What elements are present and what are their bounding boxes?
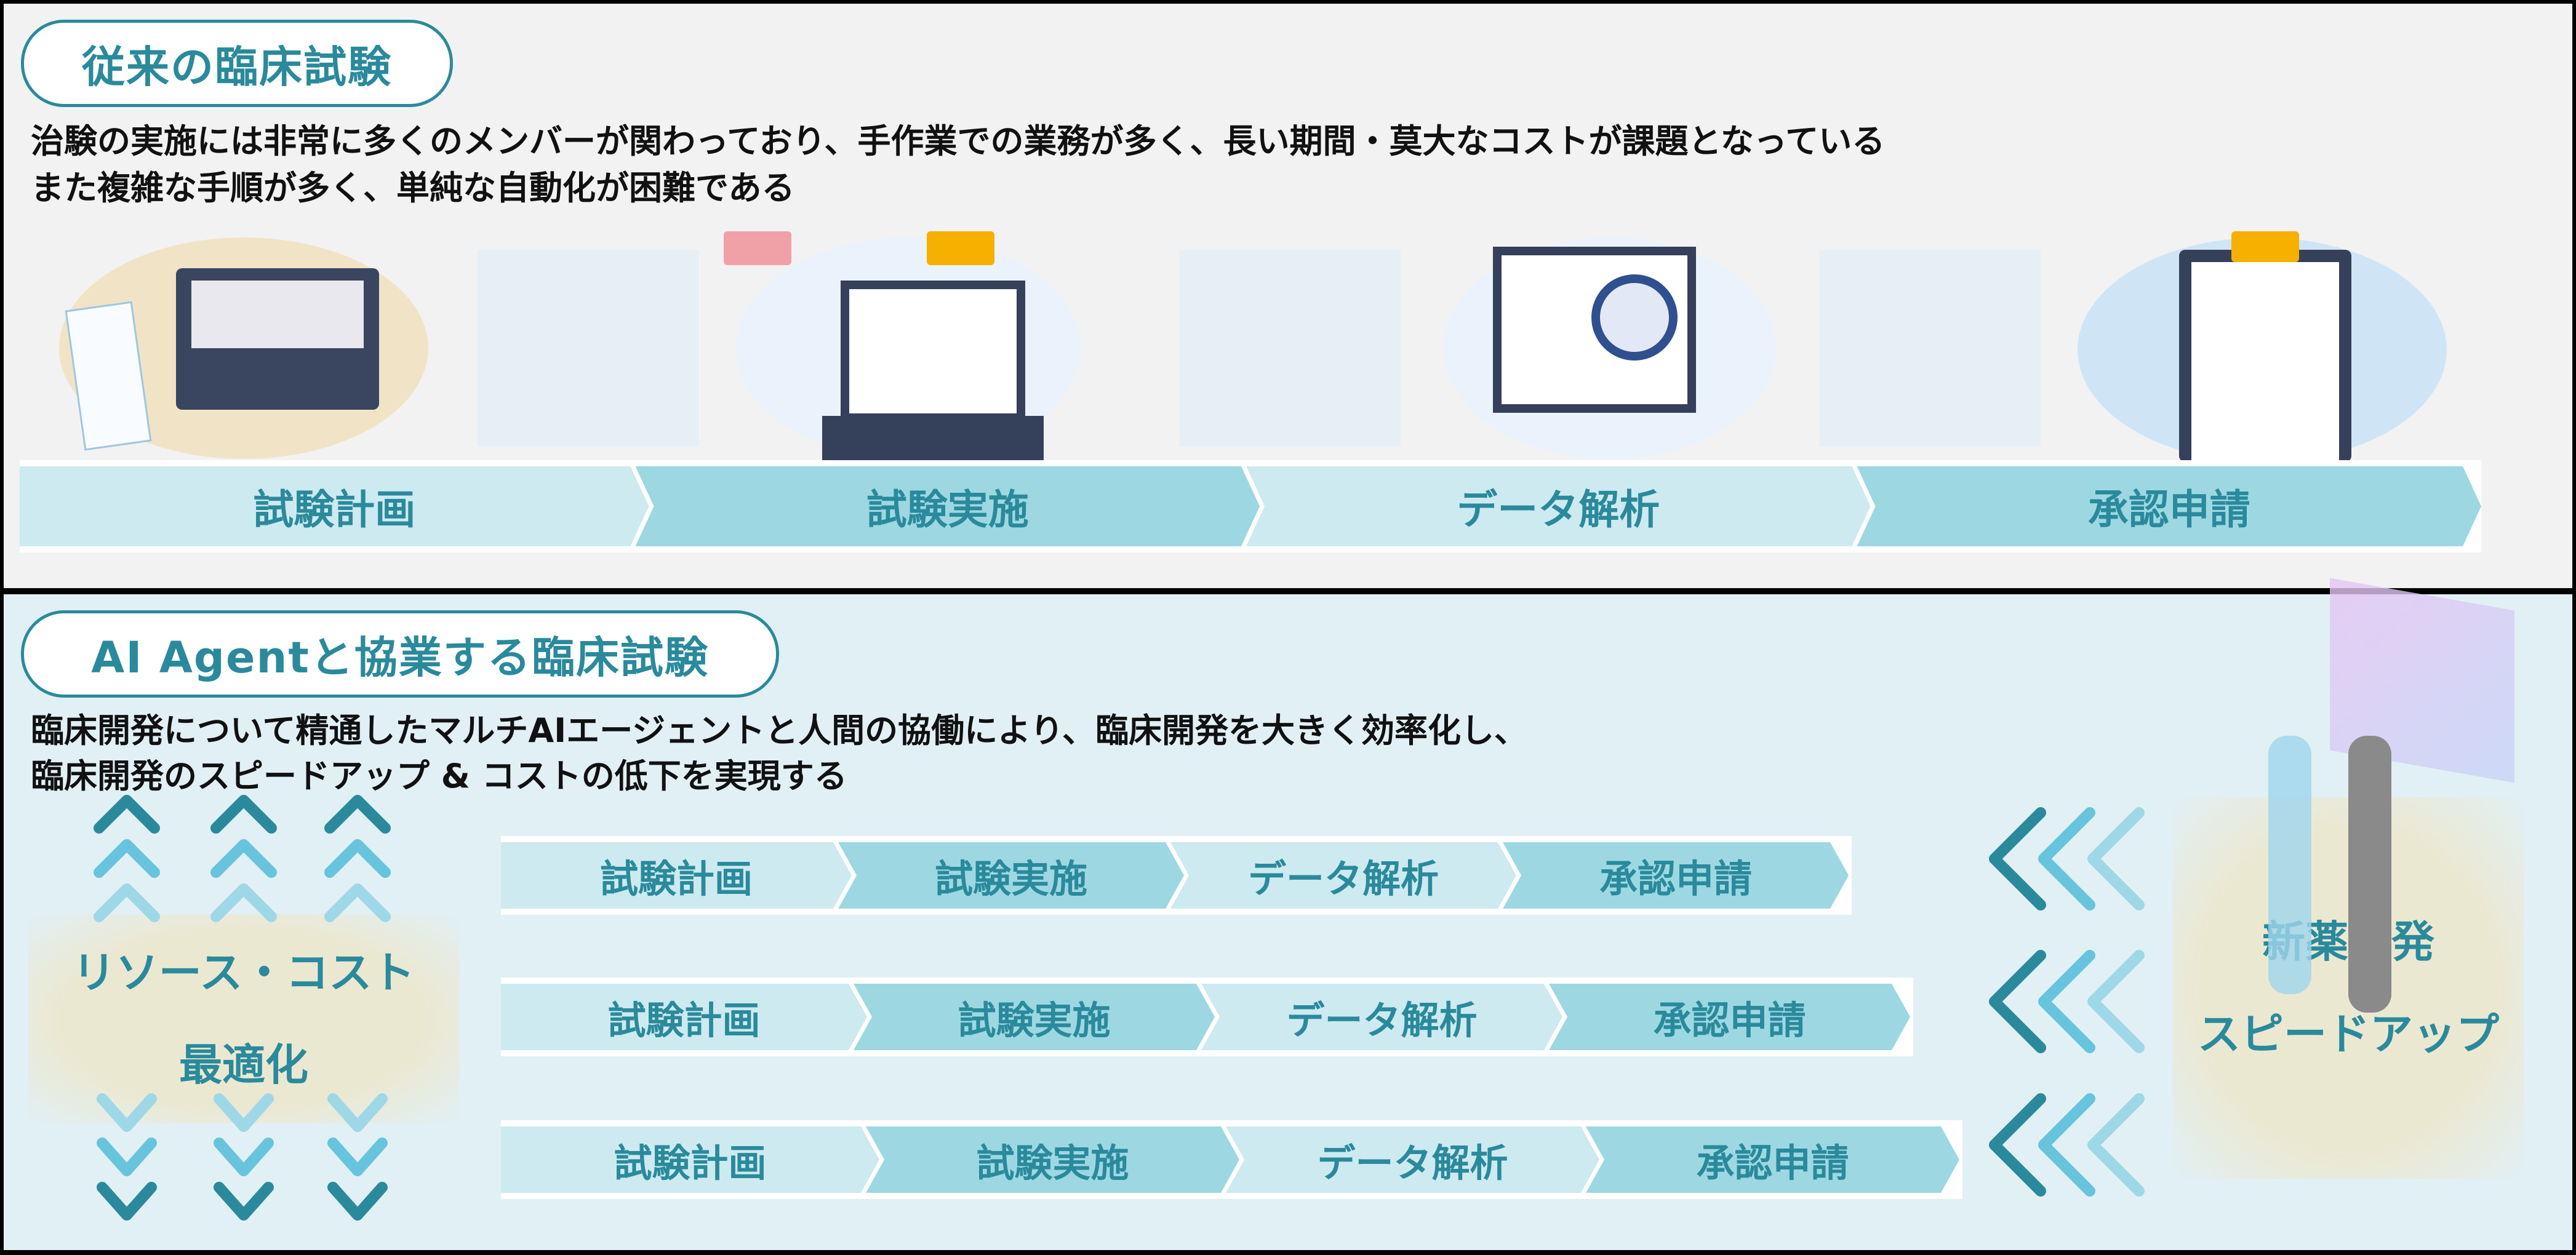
up-chevron-icon xyxy=(94,795,160,834)
traditional-desc-line-2: また複雑な手順が多く、単純な自動化が困難である xyxy=(31,169,795,207)
left-chevron-icon xyxy=(2038,950,2095,1053)
down-chevron-icon xyxy=(214,1093,274,1132)
ai-row-2-stage-3: データ解析 xyxy=(1201,984,1562,1050)
ai-row-3-stage-3: データ解析 xyxy=(1226,1126,1599,1193)
up-chevron-icon xyxy=(210,883,277,922)
left-chevron-icon xyxy=(2038,1093,2095,1197)
approval-clipboard-illustration xyxy=(2065,213,2459,462)
ai-row-1-stage-3: データ解析 xyxy=(1170,842,1516,909)
down-chevron-icon xyxy=(97,1093,157,1132)
resource-cost-label-2: 最適化 xyxy=(179,1040,308,1090)
ai-row-1-stage-4: 承認申請 xyxy=(1503,842,1849,909)
left-chevron-icon xyxy=(1989,1093,2046,1197)
robot-illustration xyxy=(2268,736,2311,994)
ai-row-2-stage-4: 承認申請 xyxy=(1549,984,1910,1050)
traditional-section: 従来の臨床試験 治験の実施には非常に多くのメンバーが関わっており、手作業での業務… xyxy=(4,4,2572,588)
workers-running-illustration-2 xyxy=(1173,213,1407,462)
up-chevron-icon xyxy=(324,795,391,834)
ai-agent-title: AI Agentと協業する臨床試験 xyxy=(21,610,779,698)
ai-row-3-stage-1: 試験計画 xyxy=(501,1126,879,1193)
ai-process-row-2: 試験計画試験実施データ解析承認申請 xyxy=(501,978,1913,1056)
left-chevron-icon xyxy=(2087,1093,2145,1197)
workers-running-illustration-1 xyxy=(471,213,705,462)
arrow-decorations xyxy=(94,795,2145,1221)
resource-cost-box: リソース・コスト 最適化 xyxy=(28,914,459,1123)
down-chevron-icon xyxy=(214,1182,274,1221)
down-chevron-icon xyxy=(97,1137,157,1176)
resource-cost-label-1: リソース・コスト xyxy=(72,947,415,998)
ai-row-2-stage-2: 試験実施 xyxy=(854,984,1215,1050)
traditional-stage-1: 試験計画 xyxy=(20,466,649,546)
speedup-label-2: スピードアップ xyxy=(2198,1009,2499,1059)
ai-row-2-stage-1: 試験計画 xyxy=(501,984,867,1050)
left-chevron-icon xyxy=(1989,950,2046,1053)
traditional-stage-4: 承認申請 xyxy=(1857,466,2482,546)
up-chevron-icon xyxy=(210,795,277,834)
down-chevron-icon xyxy=(214,1137,274,1176)
up-chevron-icon xyxy=(94,839,160,878)
traditional-title: 従来の臨床試験 xyxy=(21,20,453,107)
down-chevron-icon xyxy=(327,1137,388,1176)
ai-row-3-stage-4: 承認申請 xyxy=(1586,1126,1959,1193)
up-chevron-icon xyxy=(210,839,277,878)
left-chevron-icon xyxy=(2087,950,2145,1053)
left-chevron-icon xyxy=(2087,807,2145,910)
ai-row-1-stage-2: 試験実施 xyxy=(838,842,1184,909)
left-chevron-icon xyxy=(2038,807,2095,910)
up-chevron-icon xyxy=(324,883,391,922)
ai-process-row-3: 試験計画試験実施データ解析承認申請 xyxy=(501,1120,1962,1199)
person-illustration xyxy=(2348,736,2391,1013)
traditional-stage-3: データ解析 xyxy=(1246,466,1871,546)
ai-process-row-1: 試験計画試験実施データ解析承認申請 xyxy=(501,836,1852,915)
ai-row-1-stage-1: 試験計画 xyxy=(501,842,852,909)
up-chevron-icon xyxy=(94,883,160,922)
ai-desc-line-1: 臨床開発について精通したマルチAIエージェントと人間の協働により、臨床開発を大き… xyxy=(31,711,1527,750)
data-analysis-illustration xyxy=(1438,213,1794,462)
ai-row-3-stage-2: 試験実施 xyxy=(866,1126,1239,1193)
traditional-process-band: 試験計画試験実施データ解析承認申請 xyxy=(20,460,2481,552)
ai-desc-line-2: 臨床開発のスピードアップ & コストの低下を実現する xyxy=(31,757,847,795)
down-chevron-icon xyxy=(327,1093,388,1132)
traditional-desc-line-1: 治験の実施には非常に多くのメンバーが関わっており、手作業での業務が多く、長い期間… xyxy=(31,122,1886,161)
laptop-typing-illustration xyxy=(47,213,447,462)
remote-meeting-illustration xyxy=(718,213,1099,462)
workers-running-illustration-3 xyxy=(1813,213,2047,462)
left-chevron-icon xyxy=(1989,807,2046,910)
ai-agent-section: AI Agentと協業する臨床試験 臨床開発について精通したマルチAIエージェン… xyxy=(4,578,2572,1250)
down-chevron-icon xyxy=(97,1182,157,1221)
traditional-stage-2: 試験実施 xyxy=(636,466,1260,546)
down-chevron-icon xyxy=(327,1182,388,1221)
up-chevron-icon xyxy=(324,839,391,878)
